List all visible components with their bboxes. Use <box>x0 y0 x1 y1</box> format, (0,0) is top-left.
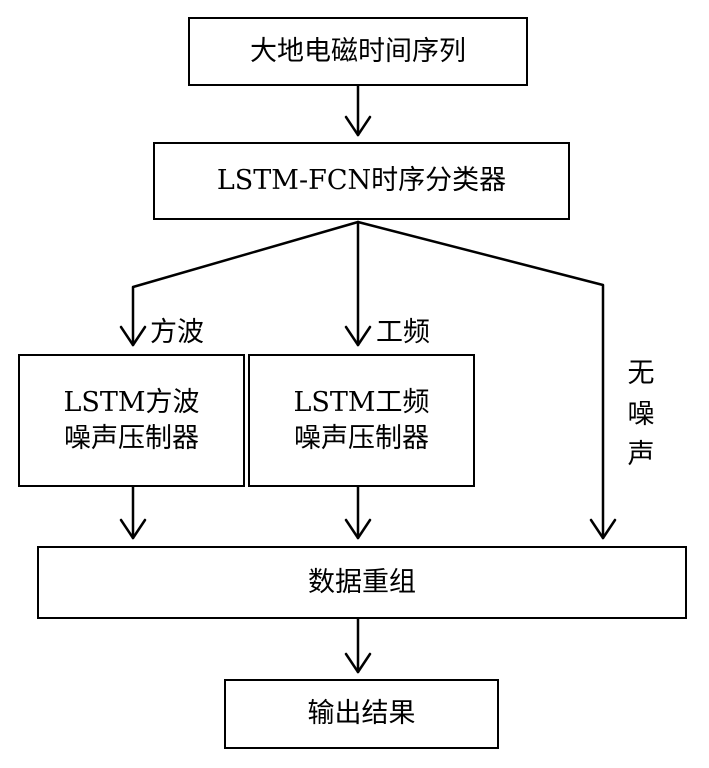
arrowhead-recombine-mid <box>344 518 372 540</box>
power-suppressor-node: LSTM工频 噪声压制器 <box>248 354 475 487</box>
power-suppressor-line-2: 噪声压制器 <box>294 422 429 454</box>
square-suppressor-line-1: LSTM方波 <box>63 387 200 419</box>
classifier-node-label: LSTM-FCN时序分类器 <box>216 165 507 197</box>
no-noise-char-2: 噪 <box>627 398 655 430</box>
edge-label-no-noise: 无 噪 声 <box>626 354 656 476</box>
arrowhead-square <box>119 325 147 347</box>
input-node: 大地电磁时间序列 <box>188 17 528 86</box>
edge-label-square-wave: 方波 <box>150 317 204 348</box>
arrowhead-output <box>344 652 372 674</box>
output-node: 输出结果 <box>224 679 499 749</box>
classifier-node: LSTM-FCN时序分类器 <box>153 142 570 220</box>
input-node-label: 大地电磁时间序列 <box>250 35 466 67</box>
no-noise-char-3: 声 <box>627 439 655 470</box>
arrowhead-no-noise <box>589 518 617 540</box>
recombine-node: 数据重组 <box>37 546 687 619</box>
arrowhead-power <box>344 325 372 347</box>
square-suppressor-line-2: 噪声压制器 <box>64 422 199 454</box>
edge-label-power-freq: 工频 <box>376 317 430 348</box>
power-suppressor-line-1: LSTM工频 <box>293 387 430 419</box>
no-noise-char-1: 无 <box>627 358 655 389</box>
arrowhead-classifier <box>344 115 372 137</box>
arrowhead-recombine-left <box>119 518 147 540</box>
output-node-label: 输出结果 <box>307 698 416 730</box>
recombine-node-label: 数据重组 <box>308 566 416 598</box>
edge-classifier-to-square <box>131 220 360 347</box>
edge-classifier-to-recombine <box>356 220 605 540</box>
square-suppressor-node: LSTM方波 噪声压制器 <box>18 354 245 487</box>
